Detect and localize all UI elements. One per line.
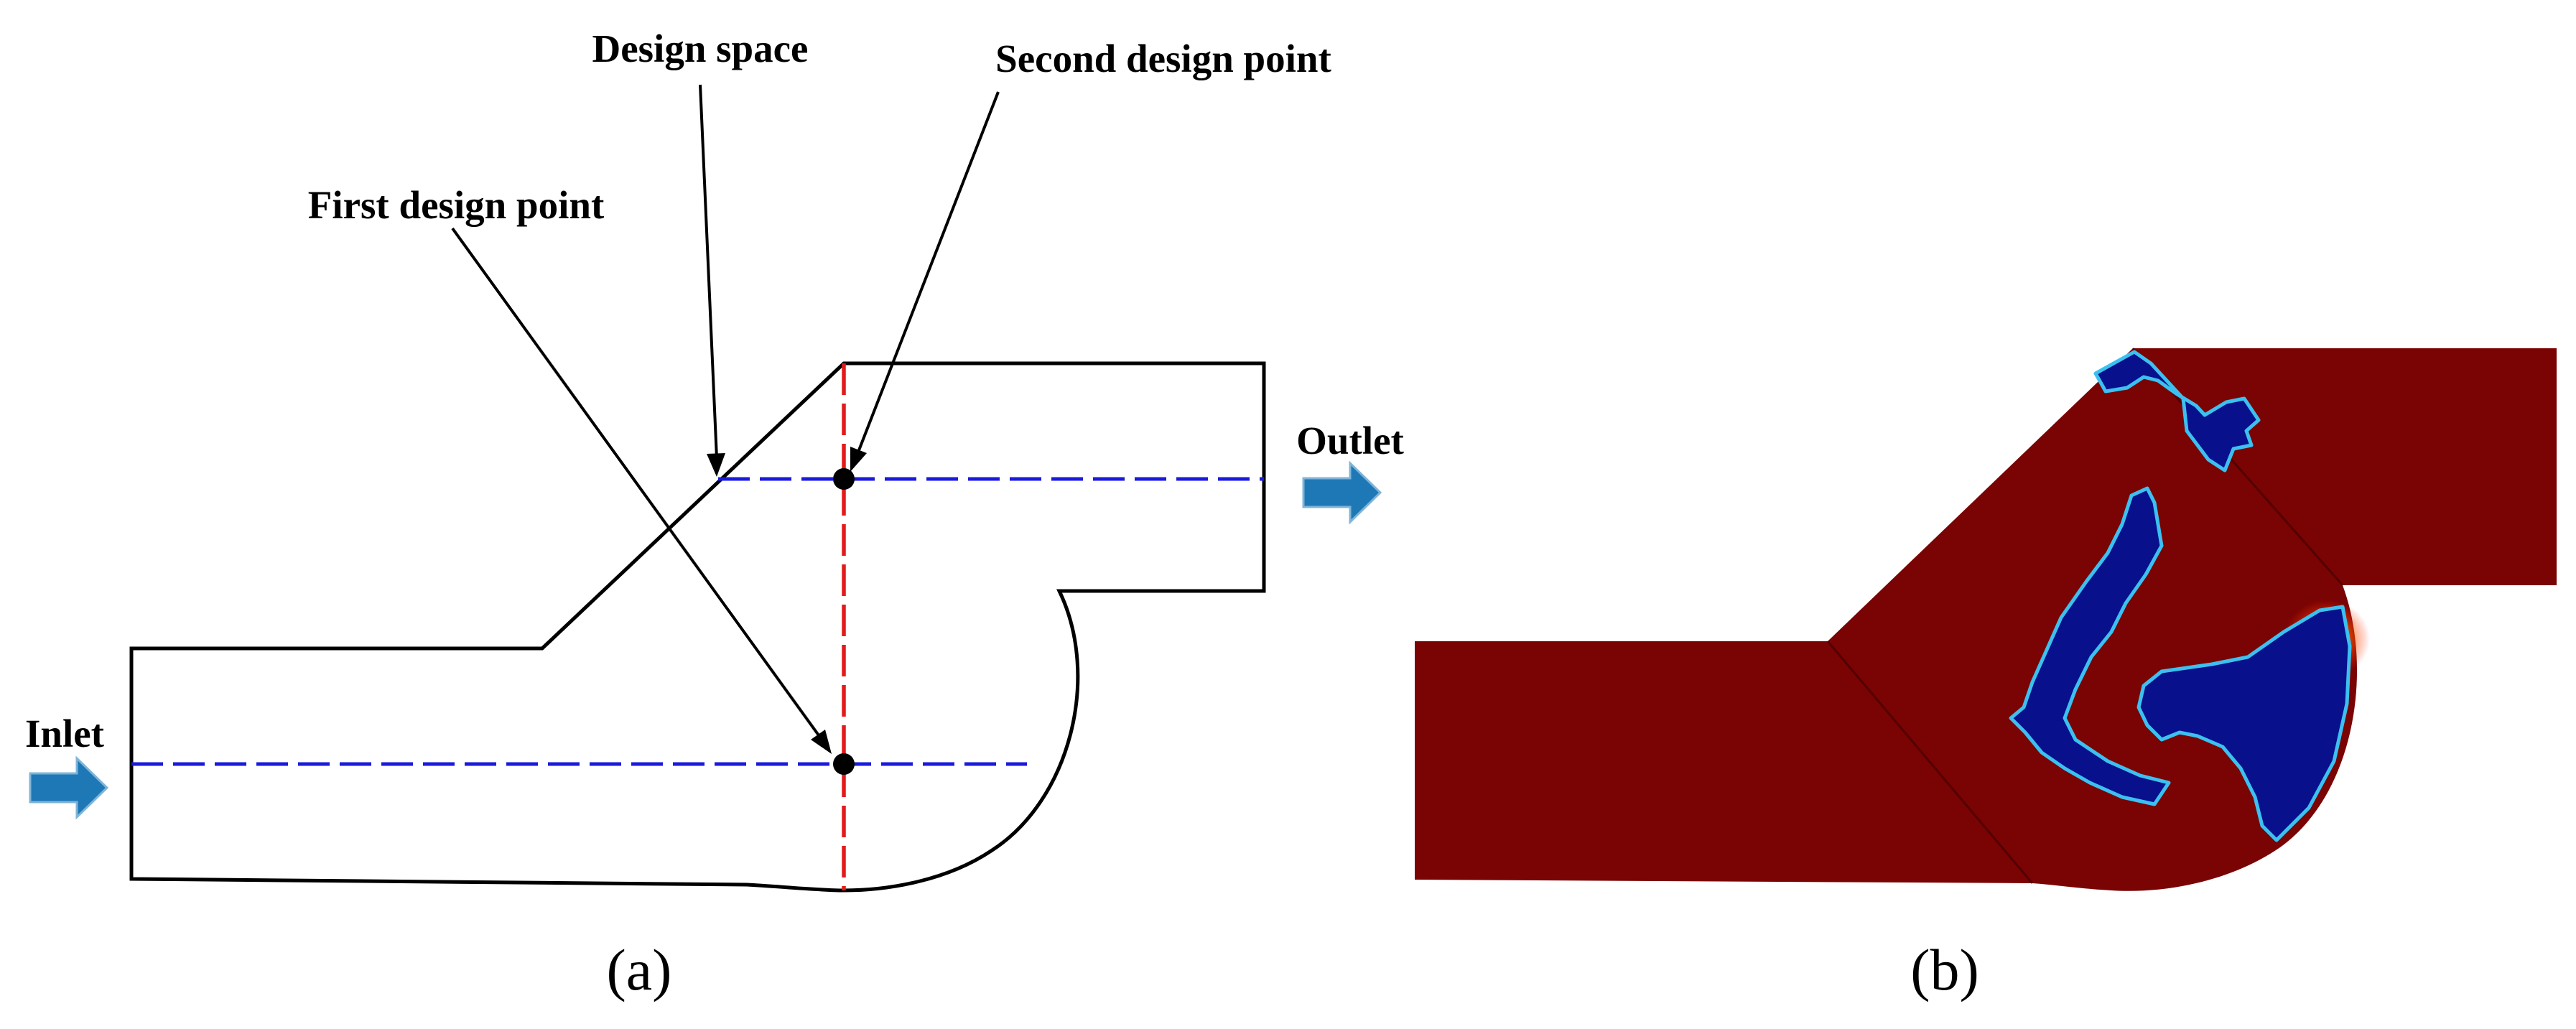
second-design-point-label: Second design point [995,37,1331,80]
inlet-label: Inlet [25,712,105,755]
panel-b: (b) [1415,348,2557,1002]
panel-a: Design space Second design point First d… [25,27,1405,1002]
second-design-point-marker [833,468,855,490]
solid-structure-arm [2009,486,2171,806]
first-design-point-label: First design point [308,183,605,227]
panel-b-caption: (b) [1910,937,1979,1002]
outlet-label: Outlet [1296,419,1404,462]
leader-design-space [699,84,725,477]
channel-outline [129,361,1266,893]
seam-inlet [1826,641,2034,884]
panel-a-caption: (a) [606,937,671,1002]
outlet-flow-arrow-icon [1302,460,1382,525]
first-design-point-marker [833,753,855,775]
inlet-flow-arrow-icon [29,755,109,820]
solid-structure-top [2093,350,2261,472]
design-space-label: Design space [592,27,809,70]
fluid-region [1415,348,2557,891]
leader-second-design-point [850,91,1000,472]
leader-first-design-point [451,227,832,754]
solid-structure-wall [2136,605,2352,842]
